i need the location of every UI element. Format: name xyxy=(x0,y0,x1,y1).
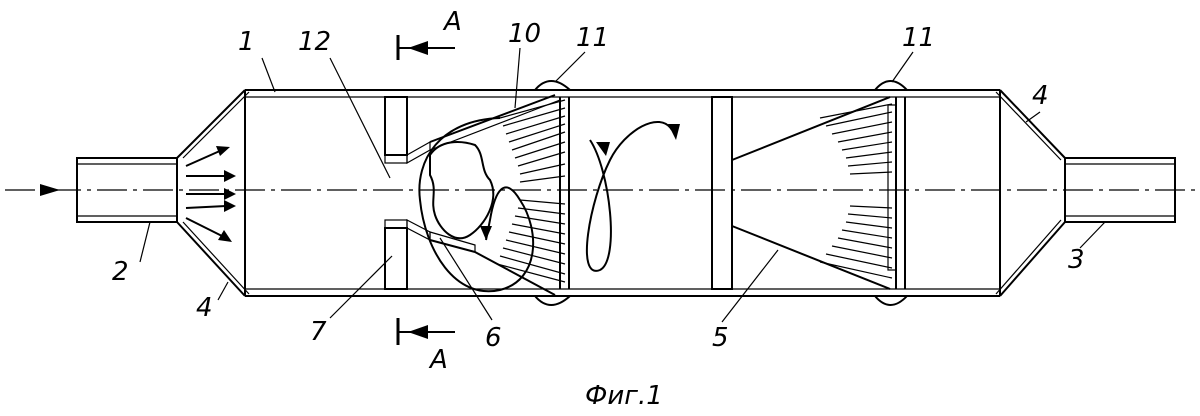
middle-partition xyxy=(711,96,733,290)
label-11-left: 11 xyxy=(576,23,609,53)
left-cone xyxy=(176,89,250,297)
label-11-right: 11 xyxy=(902,23,935,53)
housing-body xyxy=(244,89,1001,297)
left-perforated-plate xyxy=(559,97,570,289)
left-fan-lines xyxy=(496,99,566,283)
section-marker-bottom xyxy=(396,318,455,345)
leader-lines xyxy=(139,47,1106,323)
right-cone xyxy=(995,89,1066,297)
section-label-top: A xyxy=(442,7,462,37)
figure-caption: Фиг.1 xyxy=(585,381,663,411)
outlet-pipe xyxy=(1064,157,1176,223)
inlet-pipe xyxy=(76,157,178,223)
porous-filler xyxy=(429,141,495,240)
inlet-flow-arrows xyxy=(185,146,236,242)
swirl-flow-left xyxy=(418,117,535,293)
label-6: 6 xyxy=(485,323,502,353)
label-4-right: 4 xyxy=(1032,81,1049,111)
label-5: 5 xyxy=(712,323,729,353)
label-2: 2 xyxy=(112,257,129,287)
section-marker-top xyxy=(396,35,455,60)
swirl-flow-middle xyxy=(585,120,680,272)
label-10: 10 xyxy=(508,19,541,49)
section-label-bottom: A xyxy=(428,345,448,375)
label-3: 3 xyxy=(1068,245,1085,275)
right-perforated-plate xyxy=(887,97,906,289)
label-12: 12 xyxy=(298,27,331,57)
label-4-left: 4 xyxy=(196,293,213,323)
label-7: 7 xyxy=(310,317,327,347)
label-1: 1 xyxy=(238,27,255,57)
inlet-arrow-icon xyxy=(40,184,60,196)
bulge-right xyxy=(874,80,908,306)
right-fan-lines xyxy=(819,103,893,279)
second-cone xyxy=(731,96,891,290)
bulge-left xyxy=(534,80,571,306)
